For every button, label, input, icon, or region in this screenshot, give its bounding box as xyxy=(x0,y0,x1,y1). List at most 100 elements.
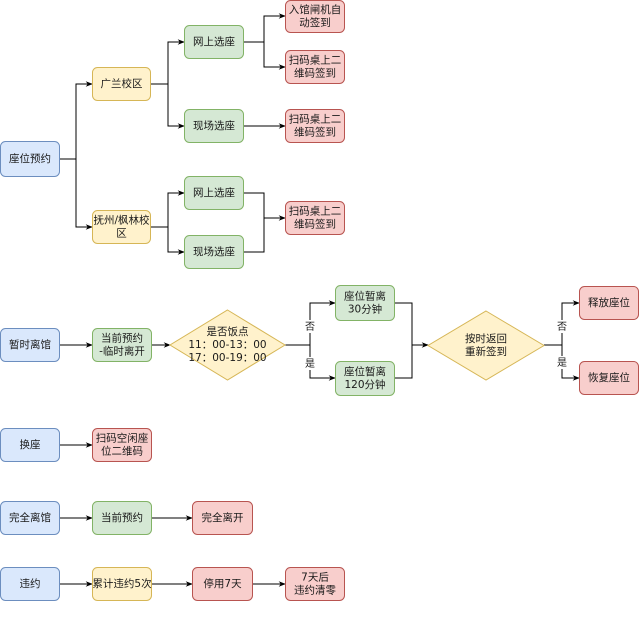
node-label-line: 完全离开 xyxy=(202,511,244,524)
node-label-line: 停用7天 xyxy=(203,577,242,590)
node-seat-reservation: 座位预约 xyxy=(0,141,60,177)
node-shape xyxy=(427,310,545,381)
node-shape xyxy=(92,501,152,535)
node-label-line: 扫码桌上二 xyxy=(289,54,342,67)
node-current-reservation-temp: 当前预约-临时离开 xyxy=(92,328,152,362)
node-label-line: 扫码桌上二 xyxy=(289,205,342,218)
edge-fl-onsite-to-scan xyxy=(244,218,265,253)
edge-meal-to-hold120 xyxy=(309,345,336,381)
node-label-line: 按时返回 xyxy=(465,332,507,345)
node-shape xyxy=(335,361,395,396)
node-label-line: 暂时离馆 xyxy=(9,338,51,351)
node-suspend-7-days: 停用7天 xyxy=(192,567,253,601)
node-shape xyxy=(0,567,60,601)
node-fl-onsite-select: 现场选座 xyxy=(184,235,244,269)
node-label-line: 座位预约 xyxy=(9,152,51,165)
node-release-seat: 释放座位 xyxy=(579,286,639,320)
node-label-line: 释放座位 xyxy=(588,296,630,309)
node-label-line: 17：00-19：00 xyxy=(188,352,266,364)
node-accumulated-violations: 累计违约5次 xyxy=(92,567,152,601)
edge-seat-reservation-to-guanglan xyxy=(60,81,93,160)
node-shape xyxy=(285,201,345,235)
node-fl-online-select: 网上选座 xyxy=(184,176,244,210)
node-label-line: 是否饭点 xyxy=(207,326,249,338)
edge-guanglan-to-onsite xyxy=(167,84,185,129)
node-restore-seat: 恢复座位 xyxy=(579,361,639,395)
edge-hold30-to-return xyxy=(395,302,429,348)
edges xyxy=(60,13,580,587)
node-label-line: 重新签到 xyxy=(465,345,507,358)
node-label-line: 现场选座 xyxy=(193,119,235,132)
node-label-line: 位二维码 xyxy=(101,445,143,458)
node-label-line: 完全离馆 xyxy=(9,511,51,524)
node-label-line: 扫码桌上二 xyxy=(289,113,342,126)
node-label-line: 违约 xyxy=(20,577,41,590)
node-label-line: 换座 xyxy=(20,438,41,451)
node-shape xyxy=(0,501,60,535)
node-label-line: 现场选座 xyxy=(193,245,235,258)
edge-gl-online-to-scan xyxy=(263,42,286,70)
node-label-line: 座位暂离 xyxy=(344,290,386,303)
node-shape xyxy=(184,235,244,269)
edge-gl-online-to-gate xyxy=(244,13,286,43)
node-shape xyxy=(0,428,60,462)
edge-seat-reservation-to-fuzhou xyxy=(75,159,93,230)
edge-fl-online-to-scan xyxy=(244,192,286,221)
node-shape xyxy=(92,67,151,101)
node-shape xyxy=(92,567,152,601)
node-shape xyxy=(285,50,345,84)
node-shape xyxy=(92,210,151,244)
node-current-reservation: 当前预约 xyxy=(92,501,152,535)
node-label-line: 扫码空闲座 xyxy=(96,432,149,445)
node-label-line: 30分钟 xyxy=(348,303,382,316)
node-shape xyxy=(192,501,253,535)
node-label-line: 违约清零 xyxy=(294,584,336,597)
node-label-line: 入馆闸机自 xyxy=(289,3,342,16)
node-label-line: 恢复座位 xyxy=(588,371,630,384)
node-label-line: 广兰校区 xyxy=(101,77,143,90)
node-shape xyxy=(184,109,244,143)
node-label-line: 当前预约 xyxy=(101,332,143,345)
node-fully-leave-result: 完全离开 xyxy=(192,501,253,535)
node-label-line: 维码签到 xyxy=(294,218,336,231)
return-yes-label: 是 xyxy=(557,357,567,369)
meal-no-label: 否 xyxy=(305,321,315,333)
node-shape xyxy=(169,309,286,381)
node-shape xyxy=(184,176,244,210)
node-label-line: 120分钟 xyxy=(344,378,385,391)
node-shape xyxy=(0,141,60,177)
node-label-line: 7天后 xyxy=(301,572,329,584)
node-shape xyxy=(184,25,244,59)
edge-guanglan-to-online xyxy=(151,39,185,85)
node-gl-onsite-select: 现场选座 xyxy=(184,109,244,143)
node-fully-leave: 完全离馆 xyxy=(0,501,60,535)
node-label-line: 维码签到 xyxy=(294,67,336,80)
node-guanglan-campus: 广兰校区 xyxy=(92,67,151,101)
node-change-seat: 换座 xyxy=(0,428,60,462)
node-shape xyxy=(0,328,60,362)
node-shape xyxy=(335,285,395,321)
node-label-line: -临时离开 xyxy=(99,345,145,358)
node-shape xyxy=(285,567,345,601)
node-gl-online-select: 网上选座 xyxy=(184,25,244,59)
edge-hold120-to-return xyxy=(395,345,413,379)
node-label-line: 网上选座 xyxy=(193,35,235,48)
node-shape xyxy=(92,428,152,462)
return-no-label: 否 xyxy=(557,321,567,333)
node-label-line: 11：00-13：00 xyxy=(188,339,266,351)
node-label-line: 网上选座 xyxy=(193,186,235,199)
node-label-line: 座位暂离 xyxy=(344,365,386,378)
edge-fuzhou-to-online xyxy=(151,190,185,228)
node-label-line: 当前预约 xyxy=(101,511,143,524)
node-label-line: 抚州/枫林校 xyxy=(93,214,150,227)
node-shape xyxy=(285,0,345,33)
